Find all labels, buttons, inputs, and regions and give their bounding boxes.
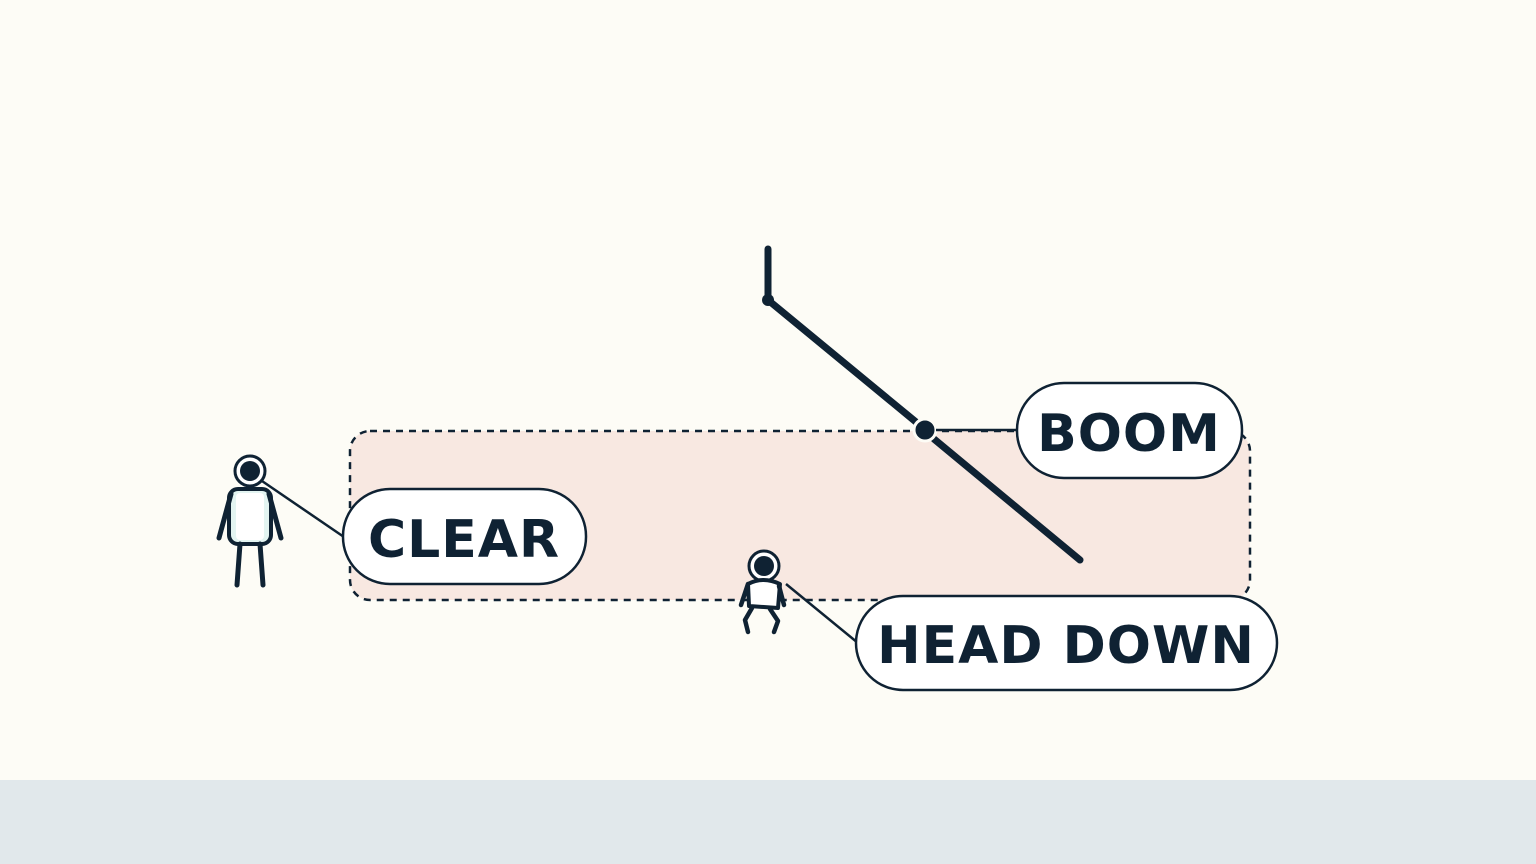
head-down-label: HEAD DOWN bbox=[877, 616, 1255, 676]
clear-label-pill: CLEAR bbox=[341, 487, 588, 586]
head-down-label-pill: HEAD DOWN bbox=[854, 594, 1279, 692]
crouching-person-icon bbox=[738, 549, 787, 635]
clear-label: CLEAR bbox=[368, 510, 560, 570]
boom-label-pill: BOOM bbox=[1015, 381, 1244, 480]
head-down-leader-line bbox=[785, 583, 859, 644]
boom-label: BOOM bbox=[1037, 404, 1221, 464]
clear-leader-line bbox=[261, 479, 345, 539]
boom-pivot-marker bbox=[912, 417, 938, 443]
floor-band bbox=[0, 780, 1536, 864]
standing-person-icon bbox=[216, 454, 284, 588]
